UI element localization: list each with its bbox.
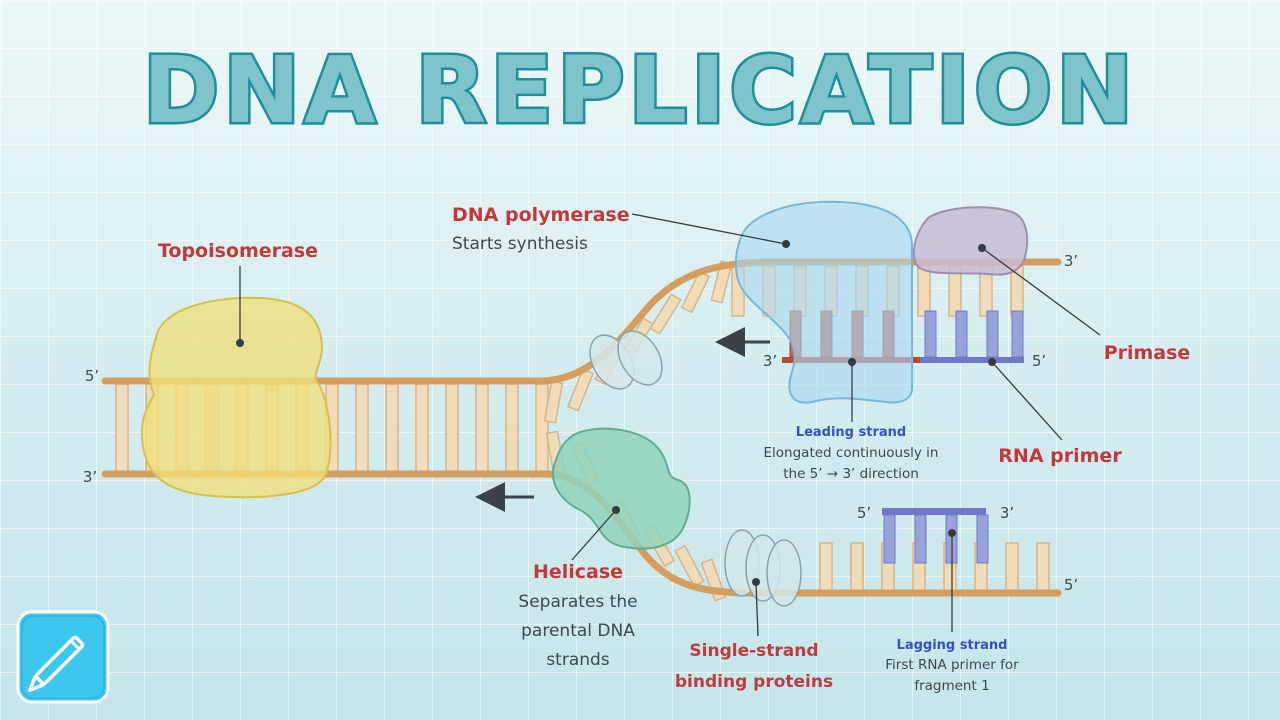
base-rung-lower-template (819, 542, 833, 592)
base-rung-lower-template (1036, 542, 1050, 592)
leader-dot-lagging-strand (948, 529, 956, 537)
base-pair-rung (475, 383, 489, 473)
leader-dot-topoisomerase (236, 339, 244, 347)
leader-dot-helicase (612, 506, 620, 514)
base-pair-rung (355, 383, 369, 473)
label-rna-primer: RNA primer (998, 445, 1122, 467)
base-rung-lower-template (850, 542, 864, 592)
leader-rna-primer (991, 361, 1063, 441)
label-leading-desc-2: the 5’ → 3’ direction (783, 466, 919, 482)
leader-dot-dna-polymerase (782, 240, 790, 248)
leader-helicase (571, 509, 617, 561)
end-label-leading-left: 3’ (763, 352, 777, 370)
leader-dot-primase (978, 244, 986, 252)
leader-primase (981, 247, 1101, 336)
page-title: DNA REPLICATION (143, 37, 1137, 144)
label-leading-strand: Leading strand (796, 425, 906, 440)
rna-primer-base (1011, 310, 1024, 358)
base-rung-upper-template (917, 265, 931, 317)
end-label-parent-top-left: 5’ (85, 367, 99, 385)
leader-dot-ssb (752, 578, 760, 586)
label-topoisomerase: Topoisomerase (158, 240, 318, 262)
label-primase: Primase (1104, 342, 1191, 364)
label-helicase-desc-1: Separates the (518, 592, 637, 612)
base-rung-upper-fork (566, 368, 595, 412)
leader-lines (236, 213, 1101, 637)
ssb-protein-lower-3 (766, 539, 802, 607)
base-pair-rung (445, 383, 459, 473)
leader-dna-polymerase (631, 213, 787, 245)
end-label-lower-template-right: 5’ (1064, 576, 1078, 594)
component-labels: Topoisomerase DNA polymerase Starts synt… (158, 204, 1190, 694)
label-leading-desc-1: Elongated continuously in (764, 445, 939, 461)
label-dna-polymerase: DNA polymerase (452, 204, 630, 226)
end-label-upper-template-right: 3’ (1064, 252, 1078, 270)
lagging-rna-primer-bar (882, 508, 986, 515)
primase-enzyme (912, 206, 1029, 276)
base-pair-rung (535, 383, 549, 473)
label-lagging-desc-2: fragment 1 (914, 678, 989, 694)
lagging-primer-base (883, 514, 896, 564)
end-label-lagging-primer-right: 3’ (1000, 504, 1014, 522)
single-strand-binding-proteins (589, 330, 802, 607)
rna-primer-base (924, 310, 937, 358)
end-label-lagging-primer-left: 5’ (857, 504, 871, 522)
base-pair-rung (385, 383, 399, 473)
leader-dot-leading-strand (848, 358, 856, 366)
end-label-leading-right: 5’ (1032, 352, 1046, 370)
pencil-icon (16, 610, 110, 704)
helicase-enzyme (552, 427, 691, 550)
leader-ssb (755, 581, 759, 637)
rna-primer-bar (918, 357, 1024, 363)
label-helicase: Helicase (533, 561, 623, 583)
rna-primer-base (986, 310, 999, 358)
base-rung-lower-template (1005, 542, 1019, 592)
dna-polymerase-enzyme (734, 200, 913, 404)
topoisomerase-enzyme (140, 296, 332, 499)
label-ssb-line-2: binding proteins (675, 672, 833, 692)
lagging-primer-base (976, 514, 989, 564)
end-label-parent-bottom-left: 3’ (83, 468, 97, 486)
base-rung-upper-fork (649, 293, 682, 335)
base-pair-rung (415, 383, 429, 473)
base-pair-rung (115, 383, 129, 473)
rna-primer-base (955, 310, 968, 358)
label-helicase-desc-2: parental DNA (521, 621, 635, 641)
label-lagging-strand: Lagging strand (897, 638, 1008, 653)
lagging-primer-base (914, 514, 927, 564)
base-pair-rung (505, 383, 519, 473)
leader-dot-rna-primer (988, 358, 996, 366)
ssb-protein-upper-2 (617, 330, 663, 386)
strand-end-labels: 5’ 3’ 3’ 3’ 5’ 5’ 3’ 5’ (83, 252, 1078, 594)
label-dna-polymerase-desc: Starts synthesis (452, 234, 588, 254)
label-lagging-desc-1: First RNA primer for (885, 657, 1019, 673)
lagging-primer-bases (883, 514, 989, 564)
base-rung-lower-fork (674, 544, 705, 588)
label-helicase-desc-3: strands (546, 650, 609, 670)
label-ssb-line-1: Single-strand (689, 641, 818, 661)
